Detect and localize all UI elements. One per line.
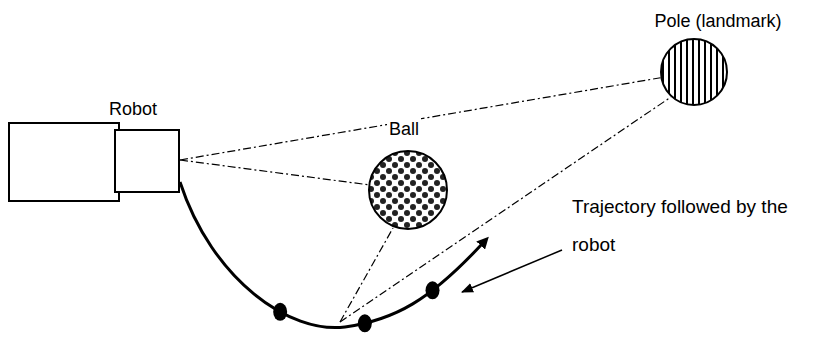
ball-circle-shape — [368, 150, 448, 230]
node-label: Ball — [387, 118, 421, 140]
leader-arrow — [462, 250, 562, 292]
node-label: Robot — [107, 98, 159, 120]
trajectory-dot — [358, 314, 372, 332]
robot-body-shape — [8, 122, 180, 202]
robot-body: Robot — [8, 122, 180, 202]
pole-circle: Pole (landmark) — [660, 38, 728, 106]
pole-circle-shape — [660, 38, 728, 106]
trajectory-label: Trajectory followed by the robot — [572, 188, 810, 264]
sight-line — [180, 160, 368, 185]
ball-circle: Ball — [368, 150, 448, 230]
trajectory-dot — [273, 303, 287, 321]
trajectory-dot — [426, 281, 440, 299]
node-label: Pole (landmark) — [652, 10, 783, 32]
sight-line — [340, 228, 393, 322]
trajectory-dots — [273, 281, 439, 332]
sight-line — [180, 78, 660, 160]
